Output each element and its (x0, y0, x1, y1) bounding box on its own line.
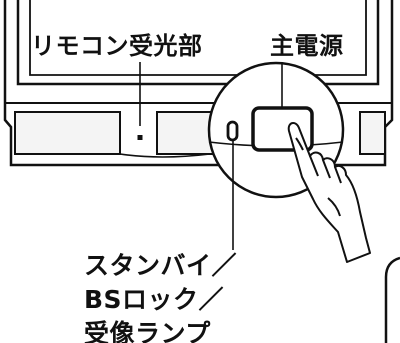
screen-bezel (16, 0, 380, 86)
remote-sensor-dot (137, 135, 143, 140)
panel-right-segment (359, 111, 386, 155)
main-power-label: 主電源 (270, 32, 344, 60)
panel-middle-segment (156, 111, 216, 155)
status-lamp-label-line: BSロック／ (84, 285, 225, 314)
status-lamp-label: スタンバイ／ BSロック／ 受像ランプ (84, 249, 237, 343)
pressing-hand-icon (287, 122, 371, 263)
adjacent-unit-outline (384, 256, 400, 343)
status-lamp (226, 120, 239, 142)
status-lamp-label-line: 受像ランプ (84, 319, 211, 343)
panel-left-segment (14, 111, 121, 155)
remote-sensor-label: リモコン受光部 (31, 32, 203, 60)
status-lamp-label-line: スタンバイ／ (84, 251, 238, 280)
